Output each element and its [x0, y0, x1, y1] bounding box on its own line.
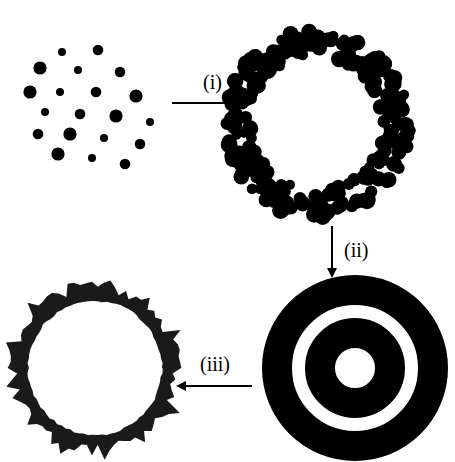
particle — [320, 33, 334, 47]
particle — [88, 154, 96, 162]
particle — [228, 73, 240, 85]
step-label: (iii) — [200, 354, 230, 374]
particle — [401, 123, 416, 138]
particle — [356, 56, 369, 69]
particle — [232, 130, 242, 140]
particle — [56, 88, 64, 96]
particle — [232, 146, 246, 160]
particle — [361, 167, 374, 180]
particle — [135, 139, 146, 150]
particle — [129, 89, 142, 102]
particle — [314, 209, 330, 225]
particle — [252, 154, 264, 166]
step-arrow — [331, 226, 333, 276]
particle — [385, 86, 399, 100]
particle — [120, 159, 131, 170]
particle — [74, 66, 82, 74]
particle — [290, 37, 305, 52]
particle — [247, 60, 258, 71]
particle — [339, 34, 349, 44]
particle — [33, 129, 44, 140]
particle — [228, 115, 241, 128]
particle — [269, 58, 281, 70]
step-arrow — [178, 385, 252, 387]
nanoparticles — [23, 45, 154, 170]
particle — [358, 192, 375, 209]
particle — [115, 67, 126, 78]
particle — [259, 192, 274, 207]
particle — [376, 99, 387, 110]
yolk-shell-sphere — [277, 290, 433, 446]
particle — [325, 183, 339, 197]
particle — [146, 118, 154, 126]
hollow-shell — [6, 281, 182, 460]
particle — [41, 108, 49, 116]
particle — [346, 200, 358, 212]
particle — [255, 184, 266, 195]
particle — [109, 109, 122, 122]
particle — [51, 147, 64, 160]
step-label: (ii) — [344, 240, 368, 260]
particle — [93, 45, 104, 56]
step-label: (i) — [203, 72, 222, 92]
particle — [222, 89, 238, 105]
particle — [393, 101, 410, 118]
particle — [280, 186, 291, 197]
particle — [247, 88, 258, 99]
particle — [367, 153, 381, 167]
particle — [259, 172, 272, 185]
particle — [246, 133, 257, 144]
particle — [58, 48, 66, 56]
particle — [100, 134, 108, 142]
particle — [284, 201, 298, 215]
particle — [363, 167, 376, 180]
particle — [63, 127, 76, 140]
particle — [386, 123, 399, 136]
particle — [281, 41, 291, 51]
particle — [33, 61, 46, 74]
particle — [367, 83, 382, 98]
particle — [347, 173, 360, 186]
particle-shell — [221, 24, 416, 225]
particle — [91, 87, 102, 98]
particle — [350, 35, 365, 50]
particle — [75, 109, 86, 120]
particle — [23, 85, 36, 98]
